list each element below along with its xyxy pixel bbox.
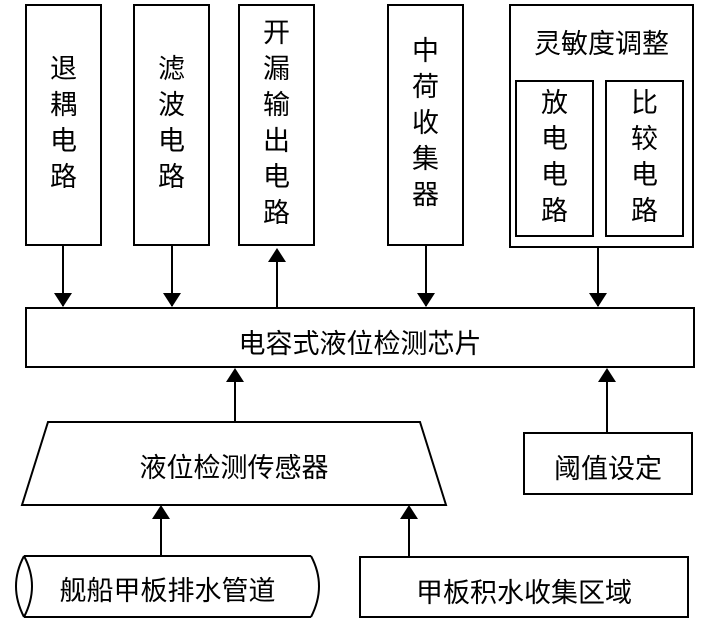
threshold-label: 阈值设定: [554, 454, 662, 485]
sensor-shape: [20, 421, 448, 506]
decoupling-circuit-label: 退耦电路: [50, 54, 77, 193]
arrowhead-pipe: [152, 505, 170, 519]
arrowhead-open-drain: [268, 248, 286, 262]
pipe-shape: [15, 555, 320, 618]
arrowhead-sensitivity: [589, 293, 607, 307]
decoupling-circuit-box: 退耦电路: [25, 4, 102, 246]
filter-circuit-box: 滤波电路: [133, 4, 210, 246]
filter-circuit-label: 滤波电路: [158, 54, 185, 193]
arrowhead-filter: [163, 293, 181, 307]
pipe-label: 舰船甲板排水管道: [59, 576, 276, 607]
open-drain-output-label: 开漏输出电路: [263, 18, 290, 229]
chip-box: 电容式液位检测芯片: [25, 307, 695, 368]
compare-circuit-label: 比较电路: [631, 88, 658, 227]
discharge-circuit-box: 放电电路: [515, 80, 594, 237]
compare-circuit-box: 比较电路: [605, 80, 684, 237]
sensor-label: 液位检测传感器: [139, 453, 329, 484]
arrowhead-threshold: [598, 368, 616, 382]
arrowhead-collection: [400, 505, 418, 519]
load-collector-label: 中荷收集器: [412, 36, 439, 211]
discharge-circuit-label: 放电电路: [541, 88, 568, 227]
arrowhead-decoupling: [54, 293, 72, 307]
chip-label: 电容式液位检测芯片: [238, 329, 482, 360]
open-drain-output-box: 开漏输出电路: [238, 4, 315, 246]
arrowhead-load: [417, 293, 435, 307]
collection-area-label: 甲板积水收集区域: [416, 578, 632, 609]
sensitivity-adjust-title: 灵敏度调整: [534, 29, 669, 60]
threshold-box: 阈值设定: [523, 432, 693, 495]
collection-area-box: 甲板积水收集区域: [359, 556, 689, 618]
load-collector-box: 中荷收集器: [387, 4, 464, 246]
arrowhead-sensor: [226, 368, 244, 382]
